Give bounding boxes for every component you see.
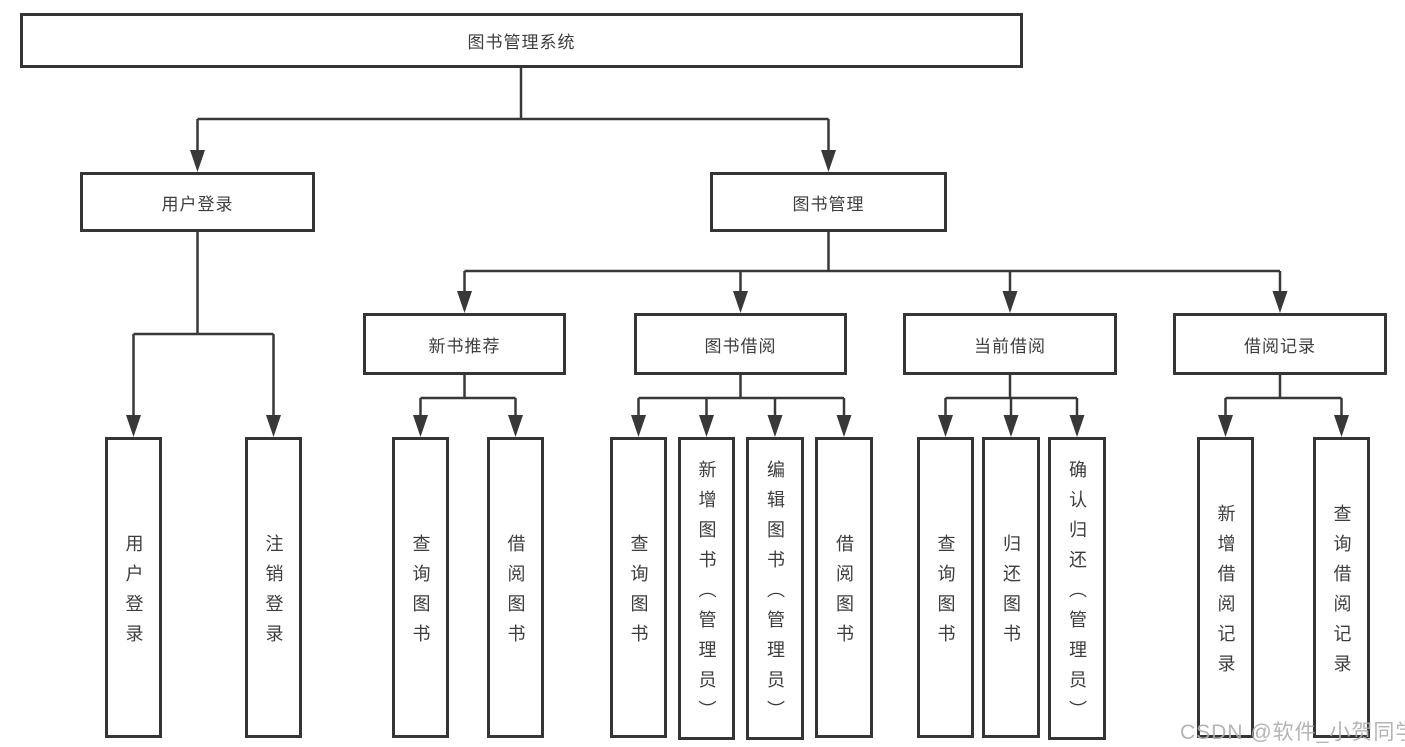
node-book-management-label: 图书管理 — [792, 194, 865, 214]
leaf-bw-edit-books-admin-label: 编辑图书（管理员） — [765, 459, 785, 730]
leaf-bw-add-books-admin: 新增图书（管理员） — [678, 437, 735, 740]
leaf-logout-label: 注销登录 — [263, 533, 284, 654]
connector-user-login-to-leaves — [126, 232, 281, 437]
leaf-nb-borrow-books-label: 借阅图书 — [505, 533, 526, 654]
leaf-bw-query-books: 查询图书 — [610, 437, 667, 738]
node-new-book-recommend-label: 新书推荐 — [428, 336, 501, 356]
connector-new-books-to-leaves — [413, 375, 523, 437]
leaf-cur-return-books-label: 归还图书 — [1001, 533, 1021, 654]
node-book-management: 图书管理 — [710, 172, 947, 232]
leaf-rec-add-record-label: 新增借阅记录 — [1215, 503, 1236, 684]
leaf-bw-query-books-label: 查询图书 — [628, 533, 649, 654]
leaf-user-login-label: 用户登录 — [123, 533, 144, 654]
node-root-label: 图书管理系统 — [467, 33, 576, 52]
connector-borrow-records-to-leaves — [1218, 375, 1349, 437]
connector-current-borrow-to-leaves — [938, 375, 1085, 437]
leaf-rec-query-record-label: 查询借阅记录 — [1331, 503, 1352, 684]
node-current-borrow-label: 当前借阅 — [974, 336, 1046, 356]
leaf-nb-query-books-label: 查询图书 — [410, 533, 431, 654]
leaf-cur-query-books-label: 查询图书 — [935, 533, 956, 654]
leaf-nb-query-books: 查询图书 — [392, 437, 449, 738]
connector-root-to-level2 — [190, 68, 836, 172]
leaf-bw-edit-books-admin: 编辑图书（管理员） — [746, 437, 804, 740]
leaf-nb-borrow-books: 借阅图书 — [487, 437, 544, 738]
node-book-borrow: 图书借阅 — [634, 313, 847, 375]
leaf-user-login: 用户登录 — [105, 437, 162, 738]
leaf-bw-borrow-books-label: 借阅图书 — [834, 533, 854, 654]
node-borrow-records: 借阅记录 — [1173, 313, 1387, 375]
leaf-cur-query-books: 查询图书 — [917, 437, 974, 738]
leaf-cur-return-books: 归还图书 — [982, 437, 1040, 738]
node-user-login: 用户登录 — [80, 172, 315, 232]
node-book-borrow-label: 图书借阅 — [704, 336, 777, 356]
leaf-rec-add-record: 新增借阅记录 — [1197, 437, 1254, 738]
node-borrow-records-label: 借阅记录 — [1244, 336, 1316, 356]
node-current-borrow: 当前借阅 — [903, 313, 1117, 375]
connector-book-borrow-to-leaves — [631, 375, 852, 437]
csdn-watermark: CSDN @软件_小贺同学 — [1180, 721, 1405, 744]
leaf-logout: 注销登录 — [245, 437, 302, 738]
leaf-bw-borrow-books: 借阅图书 — [815, 437, 873, 738]
leaf-cur-confirm-return-admin-label: 确认归还（管理员） — [1067, 459, 1087, 730]
node-user-login-label: 用户登录 — [161, 194, 234, 214]
leaf-rec-query-record: 查询借阅记录 — [1313, 437, 1370, 738]
leaf-cur-confirm-return-admin: 确认归还（管理员） — [1048, 437, 1106, 740]
connector-book-mgmt-to-level3 — [457, 232, 1288, 313]
leaf-bw-add-books-admin-label: 新增图书（管理员） — [696, 459, 717, 730]
node-new-book-recommend: 新书推荐 — [363, 313, 566, 375]
node-root: 图书管理系统 — [20, 13, 1023, 68]
